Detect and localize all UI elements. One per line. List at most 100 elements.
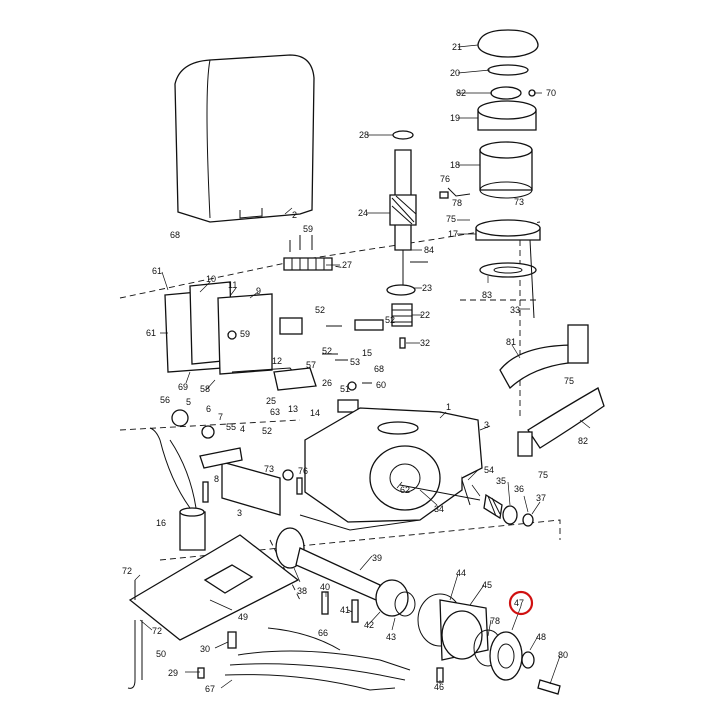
part-label: 6 [206, 404, 211, 414]
part-label: 69 [178, 382, 188, 392]
part-label: 61 [146, 328, 156, 338]
part-label: 38 [297, 586, 307, 596]
part-label: 44 [456, 568, 466, 578]
part-label: 76 [440, 174, 450, 184]
wiring-harness [127, 620, 411, 691]
part-label: 32 [420, 338, 430, 348]
part-label: 78 [490, 616, 500, 626]
switch-parts [273, 317, 384, 413]
part-label: 67 [205, 684, 215, 694]
part-label: 2 [292, 210, 297, 220]
part-label: 82 [578, 436, 588, 446]
part-label: 75 [446, 214, 456, 224]
part-label: 25 [266, 396, 276, 406]
capacitor [149, 427, 281, 551]
part-label: 26 [322, 378, 332, 388]
highlighted-part-label: 47 [514, 598, 524, 608]
part-label: 23 [422, 283, 432, 293]
gearbox-housing [299, 407, 483, 531]
part-label: 27 [342, 260, 352, 270]
part-label: 52 [315, 305, 325, 315]
part-label: 54 [484, 465, 494, 475]
part-label: 19 [450, 113, 460, 123]
part-label: 60 [376, 380, 386, 390]
terminal-block [283, 235, 333, 271]
part-label: 56 [160, 395, 170, 405]
part-label: 78 [452, 198, 462, 208]
part-label: 29 [168, 668, 178, 678]
control-board-bracket [164, 281, 301, 381]
part-labels: 2 68 21 20 82 70 19 18 76 78 73 75 17 83… [122, 42, 588, 694]
part-label: 72 [152, 626, 162, 636]
part-label: 73 [264, 464, 274, 474]
part-label: 57 [306, 360, 316, 370]
part-label: 41 [340, 605, 350, 615]
part-label: 8 [214, 474, 219, 484]
part-label: 73 [514, 197, 524, 207]
part-label: 14 [310, 408, 320, 418]
gear-train [275, 527, 561, 695]
part-label: 45 [482, 580, 492, 590]
part-label: 83 [482, 290, 492, 300]
part-label: 51 [340, 384, 350, 394]
part-label: 66 [318, 628, 328, 638]
part-label: 49 [238, 612, 248, 622]
part-label: 61 [152, 266, 162, 276]
motor-cover [174, 54, 315, 223]
part-label: 3 [237, 508, 242, 518]
part-label: 11 [228, 280, 237, 290]
part-label: 28 [359, 130, 369, 140]
part-label: 9 [256, 286, 261, 296]
part-label: 10 [206, 274, 216, 284]
part-label: 24 [358, 208, 368, 218]
part-label: 76 [298, 466, 308, 476]
part-label: 4 [240, 424, 245, 434]
part-label: 5 [186, 397, 191, 407]
part-label: 37 [536, 493, 546, 503]
part-label: 43 [386, 632, 396, 642]
part-label: 7 [218, 412, 223, 422]
motor-assembly [439, 29, 541, 319]
part-label: 46 [434, 682, 444, 692]
part-label: 30 [200, 644, 210, 654]
part-label: 68 [170, 230, 180, 240]
part-label: 84 [424, 245, 434, 255]
part-label: 33 [510, 305, 520, 315]
part-label: 53 [350, 357, 360, 367]
part-label: 52 [385, 315, 395, 325]
part-label: 12 [272, 356, 282, 366]
part-label: 1 [446, 402, 451, 412]
part-label: 34 [434, 504, 444, 514]
base-plate [128, 534, 300, 641]
part-label: 81 [506, 337, 516, 347]
drive-shaft [386, 130, 428, 349]
part-label: 80 [558, 650, 568, 660]
part-label: 48 [536, 632, 546, 642]
part-label: 22 [420, 310, 430, 320]
part-label: 75 [564, 376, 574, 386]
part-label: 72 [122, 566, 132, 576]
part-label: 39 [372, 553, 382, 563]
part-label: 3 [484, 420, 489, 430]
part-label: 18 [450, 160, 460, 170]
part-label: 40 [320, 582, 330, 592]
part-label: 17 [448, 229, 458, 239]
part-label: 35 [496, 476, 506, 486]
part-label: 52 [262, 426, 272, 436]
part-label: 59 [240, 329, 250, 339]
part-label: 15 [362, 348, 372, 358]
part-label: 50 [156, 649, 166, 659]
part-label: 13 [288, 404, 298, 414]
part-label: 42 [364, 620, 374, 630]
part-label: 16 [156, 518, 166, 528]
leader-lines [134, 44, 591, 689]
part-label: 36 [514, 484, 524, 494]
part-label: 82 [456, 88, 466, 98]
part-label: 21 [452, 42, 462, 52]
part-label: 55 [226, 422, 236, 432]
part-label: 70 [546, 88, 556, 98]
part-label: 63 [270, 407, 280, 417]
part-label: 68 [374, 364, 384, 374]
part-label: 52 [322, 346, 332, 356]
